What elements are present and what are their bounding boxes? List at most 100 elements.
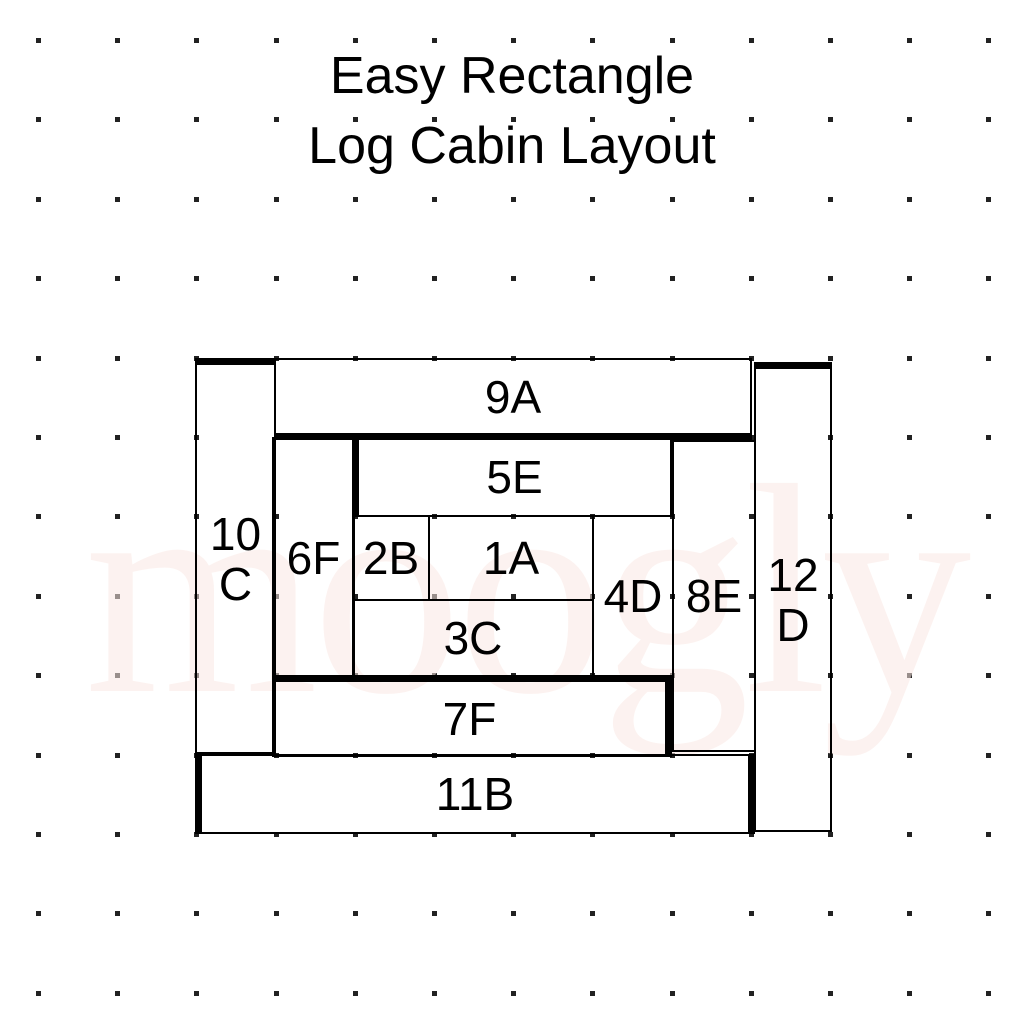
grid-dot — [432, 38, 437, 43]
grid-dot — [986, 355, 992, 361]
grid-dot — [194, 276, 200, 282]
grid-dot — [590, 832, 596, 837]
grid-dot — [352, 832, 358, 837]
grid-dot — [748, 990, 754, 996]
grid-dot — [273, 593, 279, 599]
block-4d: 4D — [592, 515, 674, 677]
grid-dot — [352, 38, 358, 43]
grid-dot — [828, 911, 833, 917]
grid-dot — [828, 355, 833, 361]
grid-dot — [432, 196, 437, 202]
block-8e: 8E — [672, 440, 756, 752]
grid-dot — [986, 673, 992, 679]
grid-dot — [748, 911, 754, 917]
grid-dot — [748, 38, 754, 43]
grid-dot — [432, 990, 437, 996]
grid-dot — [36, 38, 41, 43]
grid-dot — [273, 990, 279, 996]
grid-dot — [986, 276, 992, 282]
grid-dot — [669, 38, 675, 43]
grid-dot — [273, 276, 279, 282]
block-11b: 11B — [195, 754, 755, 834]
grid-dot — [669, 990, 675, 996]
grid-dot — [115, 117, 121, 123]
grid-dot — [748, 514, 754, 520]
grid-dot — [36, 276, 41, 282]
grid-dot — [36, 355, 41, 361]
grid-dot — [590, 196, 596, 202]
grid-dot — [907, 673, 913, 679]
grid-dot — [590, 276, 596, 282]
grid-dot — [986, 832, 992, 837]
grid-dot — [669, 117, 675, 123]
grid-dot — [511, 911, 517, 917]
grid-dot — [511, 117, 517, 123]
grid-dot — [907, 752, 913, 758]
grid-dot — [194, 38, 200, 43]
grid-dot — [511, 196, 517, 202]
grid-dot — [748, 593, 754, 599]
grid-dot — [115, 276, 121, 282]
grid-dot — [986, 435, 992, 440]
grid-dot — [194, 990, 200, 996]
grid-dot — [36, 514, 41, 520]
grid-dot — [432, 832, 437, 837]
grid-dot — [36, 752, 41, 758]
grid-dot — [115, 593, 121, 599]
grid-dot — [907, 911, 913, 917]
grid-dot — [432, 117, 437, 123]
block-12d: 12 D — [754, 362, 832, 832]
grid-dot — [986, 911, 992, 917]
grid-dot — [352, 117, 358, 123]
grid-dot — [986, 593, 992, 599]
grid-dot — [590, 911, 596, 917]
grid-dot — [273, 196, 279, 202]
grid-dot — [511, 832, 517, 837]
grid-dot — [115, 38, 121, 43]
grid-dot — [194, 832, 200, 837]
grid-dot — [115, 355, 121, 361]
grid-dot — [36, 911, 41, 917]
grid-dot — [36, 435, 41, 440]
grid-dot — [590, 990, 596, 996]
grid-dot — [669, 276, 675, 282]
grid-dot — [907, 593, 913, 599]
grid-dot — [273, 832, 279, 837]
grid-dot — [828, 196, 833, 202]
grid-dot — [36, 593, 41, 599]
title-line-2: Log Cabin Layout — [308, 117, 716, 175]
grid-dot — [907, 832, 913, 837]
grid-dot — [36, 673, 41, 679]
grid-dot — [273, 911, 279, 917]
grid-dot — [352, 196, 358, 202]
grid-dot — [669, 196, 675, 202]
grid-dot — [748, 117, 754, 123]
grid-dot — [907, 196, 913, 202]
grid-dot — [748, 832, 754, 837]
grid-dot — [432, 276, 437, 282]
grid-dot — [986, 514, 992, 520]
grid-dot — [748, 673, 754, 679]
grid-dot — [986, 990, 992, 996]
grid-dot — [115, 514, 121, 520]
grid-dot — [115, 196, 121, 202]
grid-dot — [115, 832, 121, 837]
grid-dot — [828, 276, 833, 282]
block-5e: 5E — [352, 437, 672, 517]
grid-dot — [986, 196, 992, 202]
block-2b: 2B — [352, 515, 430, 601]
title-line-1: Easy Rectangle — [329, 47, 695, 105]
grid-dot — [907, 990, 913, 996]
grid-dot — [590, 117, 596, 123]
block-9a: 9A — [274, 358, 752, 440]
grid-dot — [986, 38, 992, 43]
grid-dot — [748, 196, 754, 202]
grid-dot — [273, 117, 279, 123]
grid-dot — [352, 911, 358, 917]
grid-dot — [115, 911, 121, 917]
grid-dot — [828, 38, 833, 43]
grid-dot — [432, 911, 437, 917]
block-10c: 10 C — [195, 358, 276, 754]
grid-dot — [36, 990, 41, 996]
grid-dot — [511, 990, 517, 996]
